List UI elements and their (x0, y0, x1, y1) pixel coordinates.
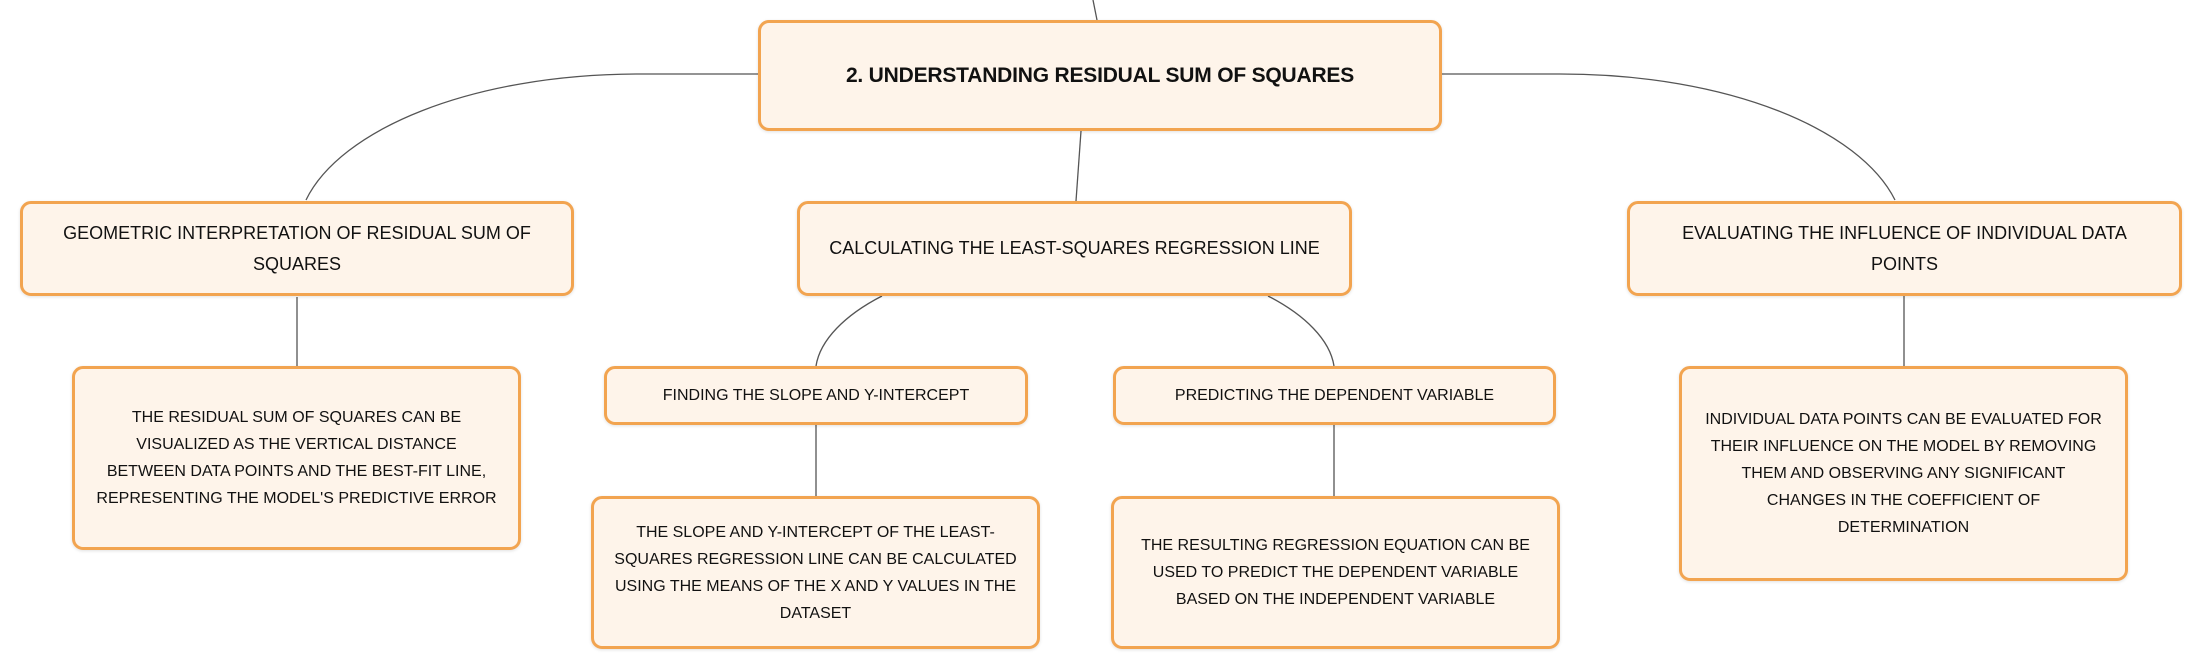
branch-title: GEOMETRIC INTERPRETATION OF RESIDUAL SUM… (63, 222, 531, 274)
link-calculating-predicting (1267, 295, 1335, 367)
root-node[interactable]: 2. UNDERSTANDING RESIDUAL SUM OF SQUARES (758, 20, 1442, 131)
predicting-detail[interactable]: THE RESULTING REGRESSION EQUATION CAN BE… (1111, 496, 1560, 649)
sub-branch-title: FINDING THE SLOPE AND Y-INTERCEPT (662, 387, 970, 404)
link-root-calculating (1075, 130, 1082, 202)
branch-title: EVALUATING THE INFLUENCE OF INDIVIDUAL D… (1682, 222, 2127, 274)
detail-text: THE RESULTING REGRESSION EQUATION CAN BE… (1141, 537, 1530, 608)
branch-geometric[interactable]: GEOMETRIC INTERPRETATION OF RESIDUAL SUM… (20, 201, 574, 296)
evaluating-detail[interactable]: INDIVIDUAL DATA POINTS CAN BE EVALUATED … (1679, 366, 2128, 581)
branch-evaluating[interactable]: EVALUATING THE INFLUENCE OF INDIVIDUAL D… (1627, 201, 2182, 296)
sub-branch-finding[interactable]: FINDING THE SLOPE AND Y-INTERCEPT (604, 366, 1028, 425)
sub-branch-title: PREDICTING THE DEPENDENT VARIABLE (1174, 387, 1495, 404)
detail-text: THE RESIDUAL SUM OF SQUARES CAN BE VISUA… (96, 409, 497, 507)
sub-branch-predicting[interactable]: PREDICTING THE DEPENDENT VARIABLE (1113, 366, 1556, 425)
root-title: 2. UNDERSTANDING RESIDUAL SUM OF SQUARES (845, 63, 1355, 87)
link-calculating-finding (815, 295, 883, 367)
link-parent-root (1092, 0, 1098, 21)
detail-text: INDIVIDUAL DATA POINTS CAN BE EVALUATED … (1705, 411, 2102, 536)
link-root-geometric (305, 73, 758, 201)
branch-title: CALCULATING THE LEAST-SQUARES REGRESSION… (829, 238, 1320, 258)
finding-detail[interactable]: THE SLOPE AND Y-INTERCEPT OF THE LEAST-S… (591, 496, 1040, 649)
detail-text: THE SLOPE AND Y-INTERCEPT OF THE LEAST-S… (614, 523, 1017, 622)
geometric-detail[interactable]: THE RESIDUAL SUM OF SQUARES CAN BE VISUA… (72, 366, 521, 550)
link-root-evaluating (1442, 73, 1896, 201)
branch-calculating[interactable]: CALCULATING THE LEAST-SQUARES REGRESSION… (797, 201, 1352, 296)
